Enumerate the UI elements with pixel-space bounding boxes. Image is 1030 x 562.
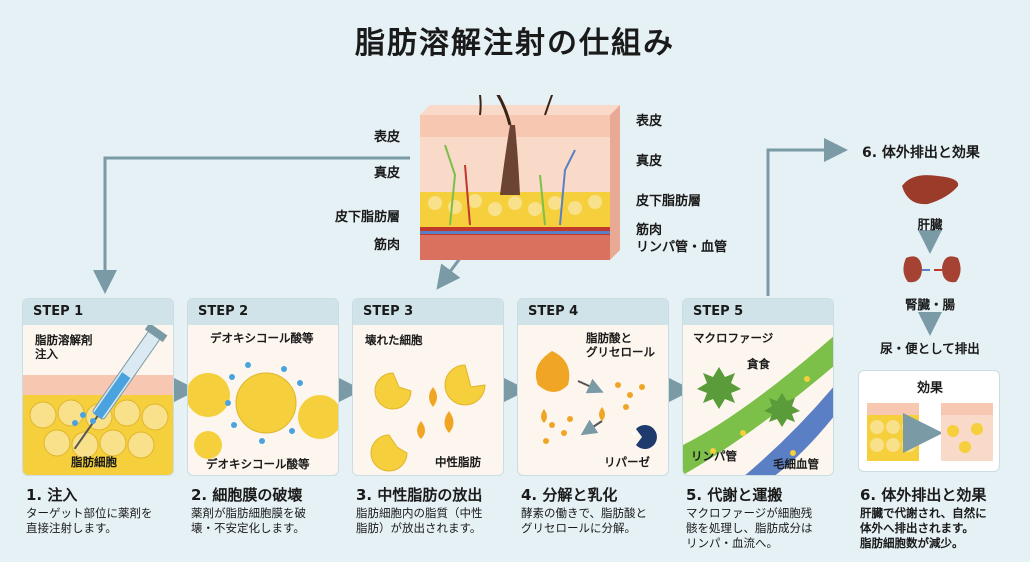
skin-cross-section <box>420 95 620 260</box>
step-4-illustration <box>535 351 657 449</box>
step-2-illustration <box>188 362 338 459</box>
step-4-label-lipase: リパーゼ <box>604 455 650 469</box>
skin-label-muscle-left: 筋肉 <box>373 238 400 253</box>
step-5-label-lymph: リンパ管 <box>691 449 737 463</box>
kidney-icon <box>903 256 961 283</box>
step-2-header: STEP 2 <box>188 299 338 325</box>
step-4-desc: 酵素の働きで、脂肪酸と グリセロールに分解。 <box>521 506 648 535</box>
step-1-card: STEP 1 脂肪溶解剤 注入 脂肪細胞 <box>22 298 174 476</box>
step-1-title: 1. 注入 <box>26 486 78 504</box>
effect-title: 効果 <box>916 381 943 396</box>
step-3-label-triglyceride: 中性脂肪 <box>435 455 481 469</box>
final-desc: 肝臓で代謝され、自然に 体外へ排出されます。 脂肪細胞数が減少。 <box>860 506 987 550</box>
organ-label-kidney: 腎臓・腸 <box>904 297 955 312</box>
step-2-card: STEP 2 デオキシコール酸等 デオキシコール酸等 <box>187 298 339 476</box>
organ-label-excretion: 尿・便として排出 <box>880 341 980 356</box>
step-2-label-top: デオキシコール酸等 <box>210 331 314 345</box>
skin-label-dermis-left: 真皮 <box>373 166 400 181</box>
step-3-card: STEP 3 壊れた細胞 中性脂肪 <box>352 298 504 476</box>
effect-box: 効果 <box>858 370 1000 472</box>
step-4-title: 4. 分解と乳化 <box>521 486 618 504</box>
skin-label-vessels-right: リンパ管・血管 <box>636 240 728 255</box>
step-4-card: STEP 4 脂肪酸と グリセロール リパーゼ <box>517 298 669 476</box>
step-1-label-fat-cell: 脂肪細胞 <box>71 455 117 469</box>
page-title: 脂肪溶解注射の仕組み <box>355 26 675 61</box>
skin-label-fat-right: 皮下脂肪層 <box>636 194 702 209</box>
liver-icon <box>902 175 959 205</box>
step-5-illustration <box>683 336 833 475</box>
step-4-label-fatty-acid: 脂肪酸と グリセロール <box>586 331 655 359</box>
step-5-label-phagocytosis: 貪食 <box>747 357 770 371</box>
final-title: 6. 体外排出と効果 <box>860 486 987 504</box>
step-5-card: STEP 5 マクロファージ 貪食 リンパ管 毛細血管 <box>682 298 834 476</box>
arrow-step5-to-outcome <box>766 138 848 296</box>
step-3-desc: 脂肪細胞内の脂質（中性 脂肪）が放出されます。 <box>356 506 483 535</box>
step-3-illustration <box>370 364 486 472</box>
step-3-title: 3. 中性脂肪の放出 <box>356 486 483 504</box>
step-4-header: STEP 4 <box>518 299 668 325</box>
skin-label-epidermis-right: 表皮 <box>636 114 663 129</box>
step-1-header: STEP 1 <box>23 299 173 325</box>
step-2-label-bottom: デオキシコール酸等 <box>206 457 310 471</box>
step-3-header: STEP 3 <box>353 299 503 325</box>
outcome-title: 6. 体外排出と効果 <box>862 145 980 161</box>
organ-label-liver: 肝臓 <box>917 217 943 232</box>
step-1-illustration <box>23 325 173 475</box>
skin-label-dermis-right: 真皮 <box>636 154 663 169</box>
arrow-skin-to-step1 <box>93 156 410 294</box>
step-2-desc: 薬剤が脂肪細胞膜を破 壊・不安定化します。 <box>191 506 306 535</box>
step-2-title: 2. 細胞膜の破壊 <box>191 486 303 504</box>
step-1-label-injection: 脂肪溶解剤 注入 <box>35 333 93 361</box>
effect-illustration <box>867 403 993 461</box>
step-5-header: STEP 5 <box>683 299 833 325</box>
step-3-label-broken-cell: 壊れた細胞 <box>365 333 423 347</box>
step-1-desc: ターゲット部位に薬剤を 直接注射します。 <box>26 506 153 535</box>
step-5-title: 5. 代謝と運搬 <box>686 486 783 504</box>
step-5-label-capillary: 毛細血管 <box>773 457 819 471</box>
skin-label-epidermis-left: 表皮 <box>373 130 400 145</box>
step-5-label-macrophage: マクロファージ <box>693 331 774 345</box>
skin-label-fat-left: 皮下脂肪層 <box>334 210 400 225</box>
skin-label-muscle-right: 筋肉 <box>636 223 663 238</box>
step-5-desc: マクロファージが細胞残 骸を処理し、脂肪成分は リンパ・血流へ。 <box>686 506 813 550</box>
